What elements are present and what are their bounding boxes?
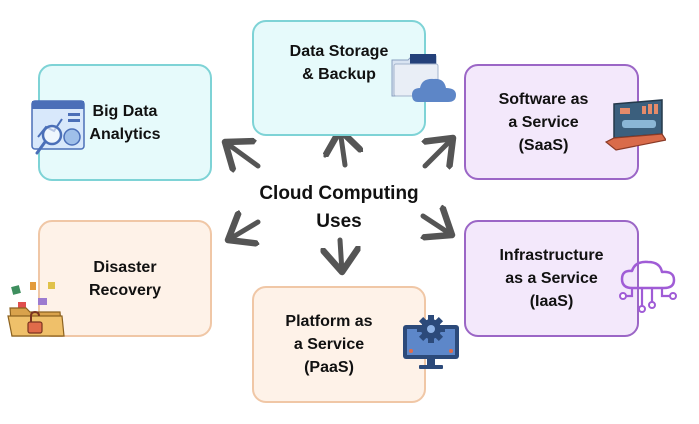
node-software-as-a-service: Software as a Service (SaaS) — [464, 64, 639, 180]
node-label: Disaster Recovery — [88, 258, 162, 299]
arrow-to-iaas — [423, 216, 452, 235]
center-title: Cloud Computing Uses — [259, 183, 419, 232]
node-data-storage-backup: Data Storage & Backup — [252, 20, 426, 136]
laptop-charts-icon — [604, 99, 666, 151]
node-label: Big Data Analytics — [89, 102, 161, 143]
node-platform-as-a-service: Platform as a Service (PaaS) — [252, 286, 426, 403]
node-label: Platform as a Service (PaaS) — [285, 313, 373, 376]
arrow-to-paas — [340, 237, 342, 272]
open-lock-folder-icon — [7, 282, 65, 337]
cloud-network-icon — [619, 260, 677, 313]
arrow-to-disaster — [228, 222, 261, 240]
arrow-to-saas — [425, 138, 453, 166]
monitor-gear-icon — [403, 315, 459, 369]
analytics-dashboard-icon — [31, 100, 85, 155]
node-disaster-recovery: Disaster Recovery — [38, 220, 212, 337]
node-label: Software as a Service (SaaS) — [498, 90, 589, 154]
node-label: Infrastructure as a Service (IaaS) — [499, 247, 604, 310]
folder-cloud-icon — [391, 54, 456, 102]
node-infrastructure-as-a-service: Infrastructure as a Service (IaaS) — [464, 220, 639, 337]
arrow-to-big-data — [225, 142, 261, 166]
node-label: Data Storage & Backup — [289, 43, 389, 83]
